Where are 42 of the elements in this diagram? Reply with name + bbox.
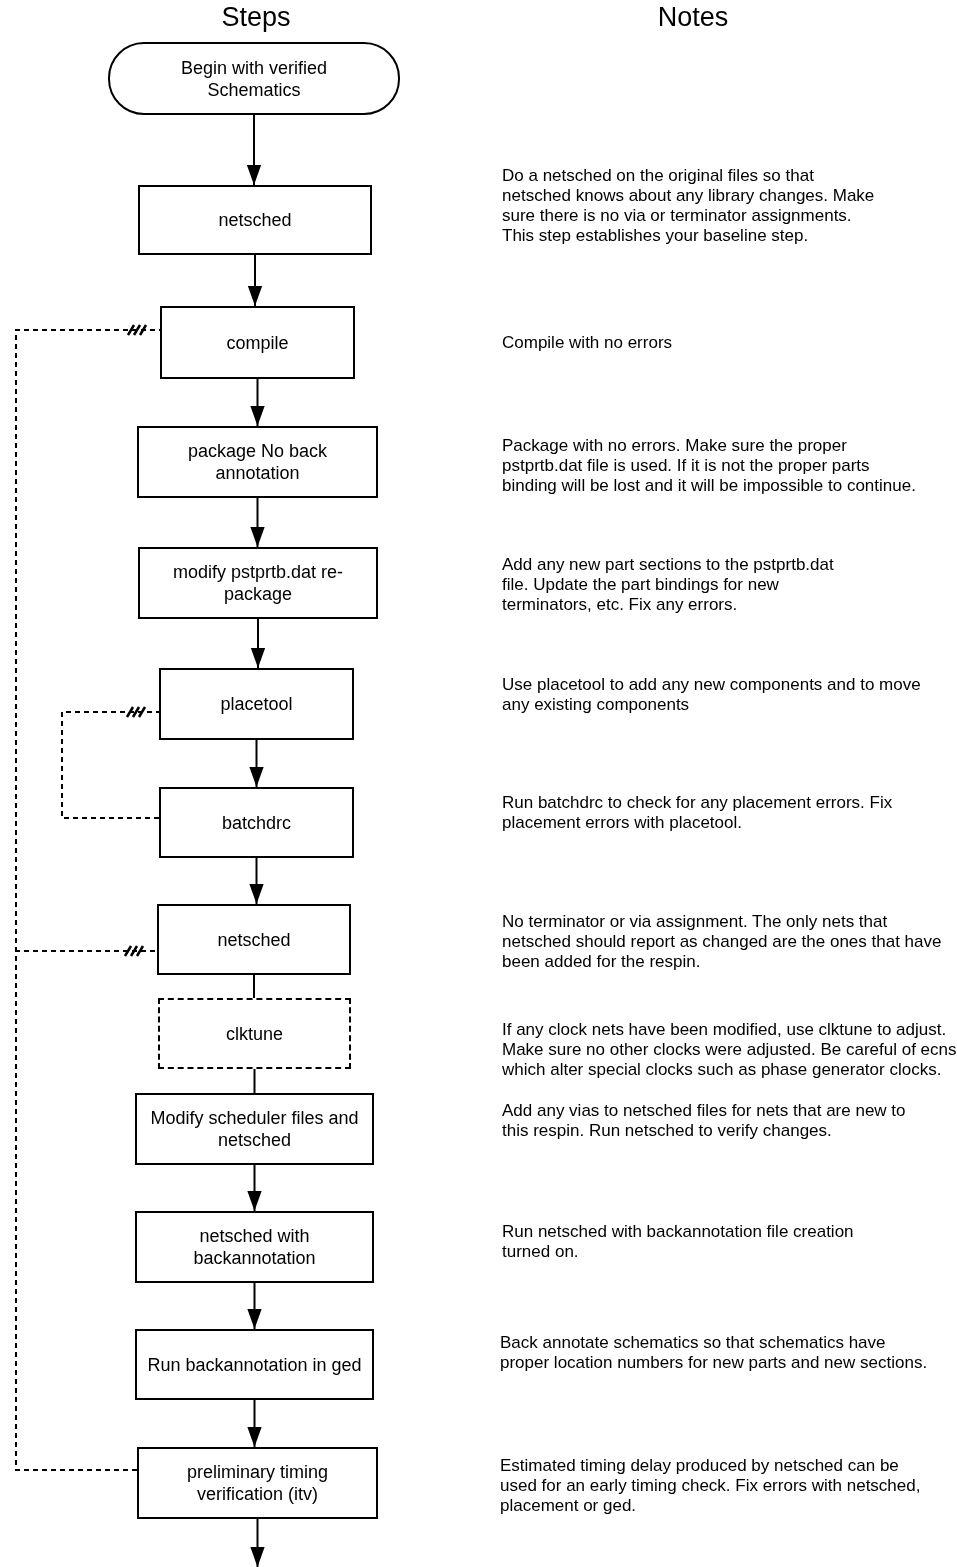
note-text: Compile with no errors <box>502 333 674 353</box>
process-box: modify pstprtb.dat re-package <box>138 547 378 619</box>
note-text: Use placetool to add any new components and to move any existing components <box>502 675 922 715</box>
note-text: If any clock nets have been modified, use clktune to adjust. Make sure no other clocks were adjusted. Be careful of ecns which alter special clocks such as phase generator clocks. <box>502 1020 957 1080</box>
note-text: Run netsched with backannotation file creation turned on. <box>502 1222 855 1262</box>
connector-line <box>253 974 255 999</box>
arrow <box>250 618 266 669</box>
process-box: batchdrc <box>159 787 354 858</box>
arrow <box>250 378 265 427</box>
column-heading: Notes <box>656 2 730 32</box>
note-text: Add any vias to netsched files for nets that are new to this respin. Run netsched to verify changes. <box>502 1101 907 1141</box>
note-text: Back annotate schematics so that schematics have proper location numbers for new parts and new sections. <box>500 1333 929 1373</box>
column-heading: Steps <box>220 2 292 32</box>
note-text: Do a netsched on the original files so that netsched knows about any library changes. Make sure there is no via or terminator assignments. This step establishes your baseline step. <box>502 166 876 246</box>
process-box: netsched <box>138 185 372 255</box>
arrow <box>247 254 263 307</box>
process-box: package No back annotation <box>137 426 378 498</box>
note-text: Add any new part sections to the pstprtb.dat file. Update the part bindings for new terminators, etc. Fix any errors. <box>502 555 835 615</box>
arrow <box>249 739 264 788</box>
terminal-box: Begin with verified Schematics <box>108 42 400 115</box>
feedback-connector <box>61 705 160 819</box>
arrow <box>249 857 264 905</box>
note-text: Package with no errors. Make sure the proper pstprtb.dat file is used. If it is not the proper parts binding will be lost and it will be impossible to continue. <box>502 436 917 496</box>
connector-line <box>253 1068 256 1094</box>
process-box: Modify scheduler files and netsched <box>135 1093 374 1165</box>
process-box: netsched <box>157 904 351 975</box>
process-box: Run backannotation in ged <box>135 1329 374 1400</box>
feedback-connector <box>15 944 158 1471</box>
process-box: compile <box>160 306 355 379</box>
arrow <box>250 1518 265 1567</box>
process-box: netsched with backannotation <box>135 1211 374 1283</box>
note-text: Estimated timing delay produced by netsched can be used for an early timing check. Fix errors with netsched, placement or ged. <box>500 1456 922 1516</box>
arrow <box>247 1399 262 1448</box>
note-text: No terminator or via assignment. The only nets that netsched should report as changed are the ones that have been added for the respin. <box>502 912 942 972</box>
arrow <box>247 1164 262 1212</box>
arrow <box>246 114 262 186</box>
process-box: preliminary timing verification (itv) <box>137 1447 378 1519</box>
process-box: placetool <box>159 668 354 740</box>
note-text: Run batchdrc to check for any placement errors. Fix placement errors with placetool. <box>502 793 894 833</box>
arrow <box>250 497 265 548</box>
optional-process-box: clktune <box>158 998 351 1069</box>
arrow <box>247 1282 262 1330</box>
